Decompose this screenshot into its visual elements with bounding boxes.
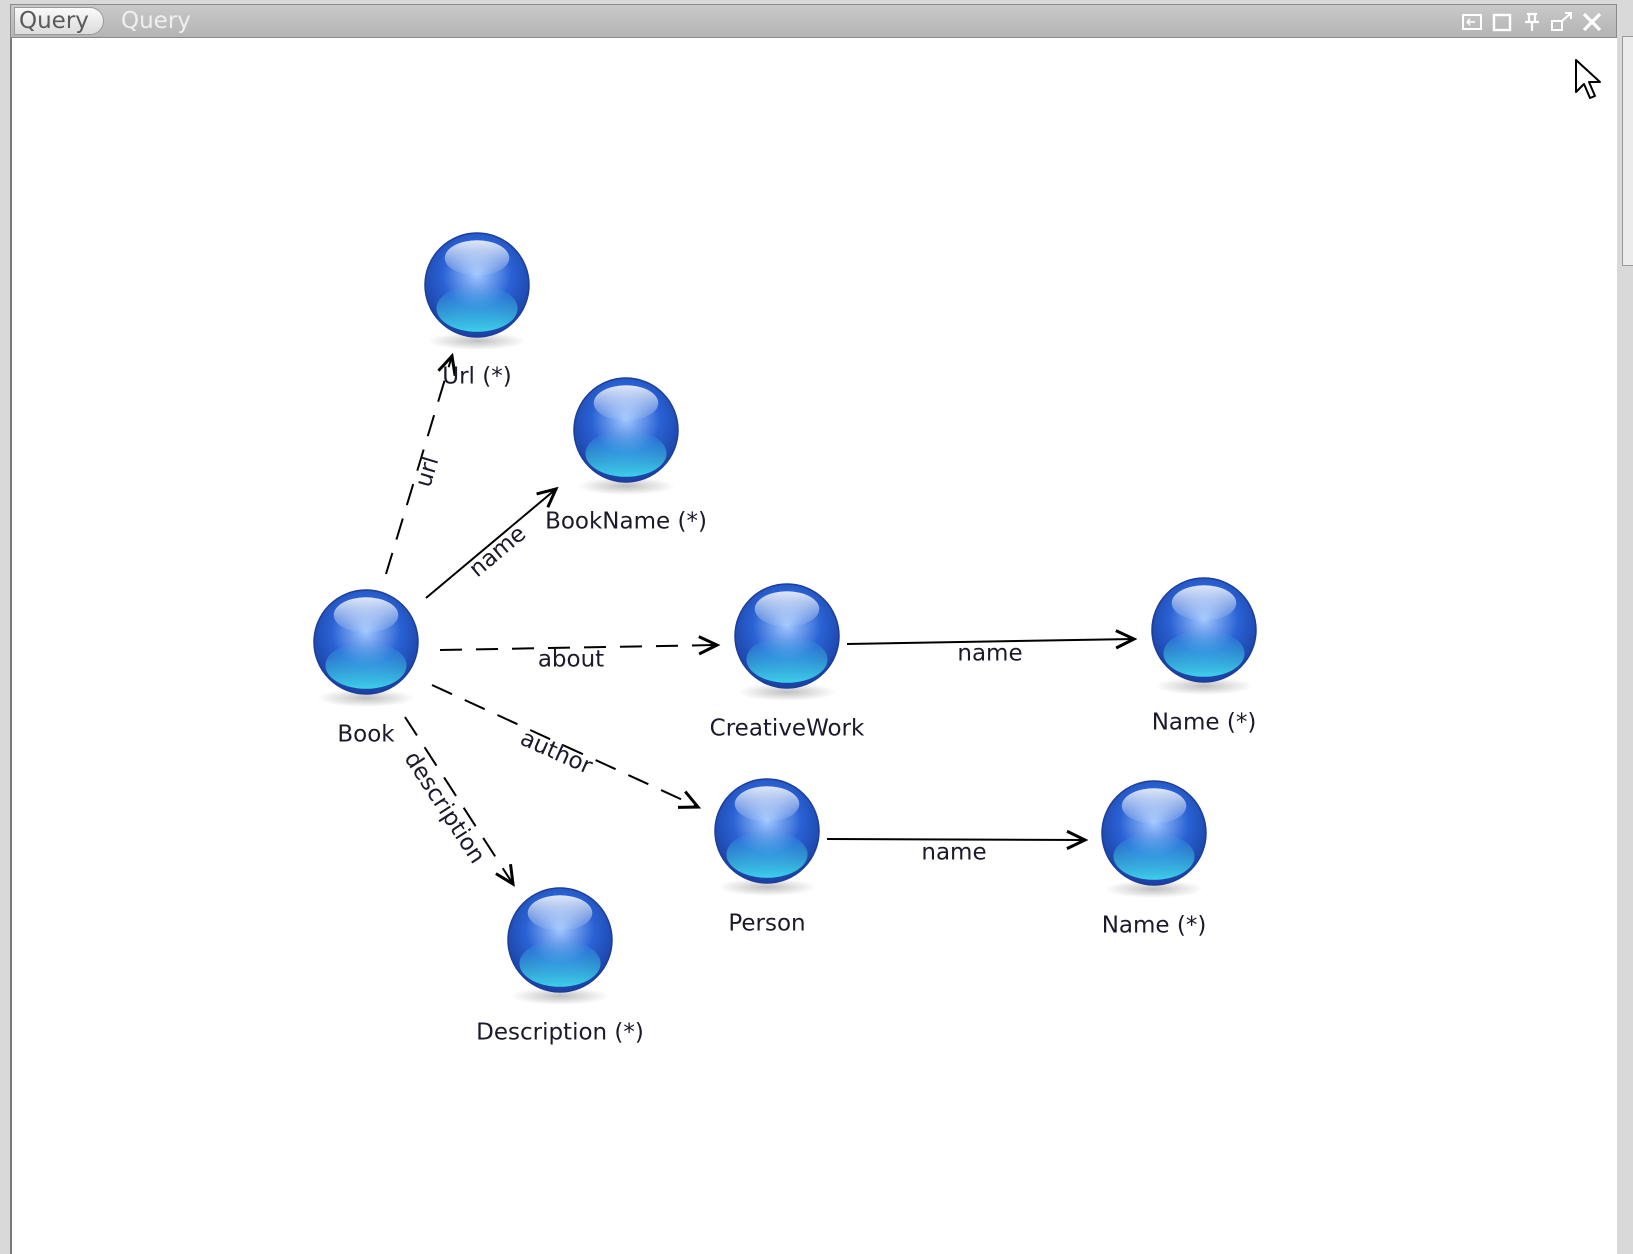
node-glow [1113,833,1195,880]
node-shadow [510,987,610,1005]
node-highlight [333,597,399,633]
edge-person-person-name[interactable]: name [826,829,1089,866]
node-url[interactable]: Url (*) [424,232,530,390]
node-shadow [576,477,676,495]
node-label: Description (*) [476,1020,644,1046]
edge-label: name [921,840,986,866]
edge-line [439,644,718,651]
node-shadow [1104,880,1204,898]
node-label: Url (*) [442,364,511,390]
tab-query-active[interactable]: Query [14,7,104,35]
edge-line [404,716,514,885]
arrowhead-icon [536,486,559,508]
node-highlight [754,591,820,627]
edge-label: author [516,725,596,780]
node-glow [519,940,601,987]
node-highlight [1171,585,1237,621]
edge-book-description[interactable]: description [399,716,515,887]
tab-query-inactive[interactable]: Query [121,8,191,34]
restore-icon[interactable] [1460,10,1484,34]
edge-label: name [957,641,1022,667]
edge-label: about [538,647,604,673]
edge-line [385,355,453,575]
node-glow [585,430,667,477]
close-icon[interactable] [1580,10,1604,34]
node-highlight [1121,788,1187,824]
node-shadow [316,689,416,707]
node-shadow [427,332,527,350]
maximize-icon[interactable] [1490,10,1514,34]
window-titlebar: Query Query [10,4,1617,38]
edge-label: description [399,747,490,868]
undock-icon[interactable] [1550,10,1574,34]
node-label: Name (*) [1102,913,1207,939]
node-shadow [737,683,837,701]
edge-book-bookname[interactable]: name [425,486,559,599]
mouse-cursor-icon [1574,58,1602,106]
arrowhead-icon [1066,829,1089,850]
node-highlight [527,895,593,931]
edge-line [431,684,699,808]
node-shadow [1154,677,1254,695]
edge-line [425,488,557,599]
arrowhead-icon [677,790,702,809]
node-label: Book [337,722,395,748]
node-book[interactable]: Book [313,589,419,748]
node-bookname[interactable]: BookName (*) [545,377,707,535]
node-creativework[interactable]: CreativeWork [710,583,865,742]
side-panel-tab[interactable] [1622,36,1633,266]
node-person[interactable]: Person [714,778,820,937]
node-glow [325,642,407,689]
node-label: CreativeWork [710,716,865,742]
edge-line [826,838,1086,841]
node-glow [436,285,518,332]
arrowhead-icon [495,863,515,887]
node-shadow [717,878,817,896]
arrowhead-icon [1115,629,1138,650]
edge-label: name [464,521,531,583]
arrowhead-icon [437,352,457,376]
node-highlight [734,786,800,822]
window-controls [1460,10,1604,34]
node-glow [726,831,808,878]
edge-book-creativework[interactable]: about [439,635,721,673]
node-label: Name (*) [1152,710,1257,736]
arrowhead-icon [698,635,721,656]
node-label: Person [728,911,805,937]
node-highlight [593,385,659,421]
edge-creativework-cw-name[interactable]: name [846,629,1138,667]
edge-book-person[interactable]: author [431,684,702,809]
node-person-name[interactable]: Name (*) [1101,780,1207,939]
edge-line [846,638,1135,645]
node-cw-name[interactable]: Name (*) [1151,577,1257,736]
node-label: BookName (*) [545,509,707,535]
node-glow [746,636,828,683]
node-description[interactable]: Description (*) [476,887,644,1046]
node-highlight [444,240,510,276]
edge-label: url [411,453,445,490]
pin-icon[interactable] [1520,10,1544,34]
node-glow [1163,630,1245,677]
